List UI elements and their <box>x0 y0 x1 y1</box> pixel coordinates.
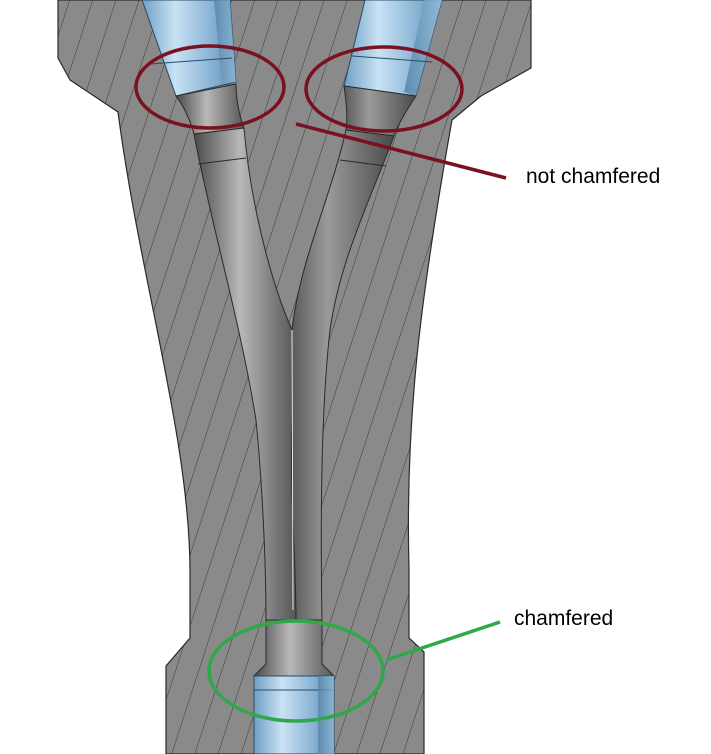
bottom-port-fitting <box>253 675 335 754</box>
chamfered-ellipse <box>207 619 385 723</box>
not-chamfered-leader <box>295 122 507 180</box>
bottom-channel-neck <box>252 619 336 677</box>
chamfered-label: chamfered <box>514 607 614 630</box>
not-chamfered-label: not chamfered <box>526 165 661 188</box>
chamfered-leader <box>385 620 501 662</box>
not-chamfered-ellipse-right <box>304 45 464 133</box>
not-chamfered-ellipse-left <box>134 44 286 130</box>
